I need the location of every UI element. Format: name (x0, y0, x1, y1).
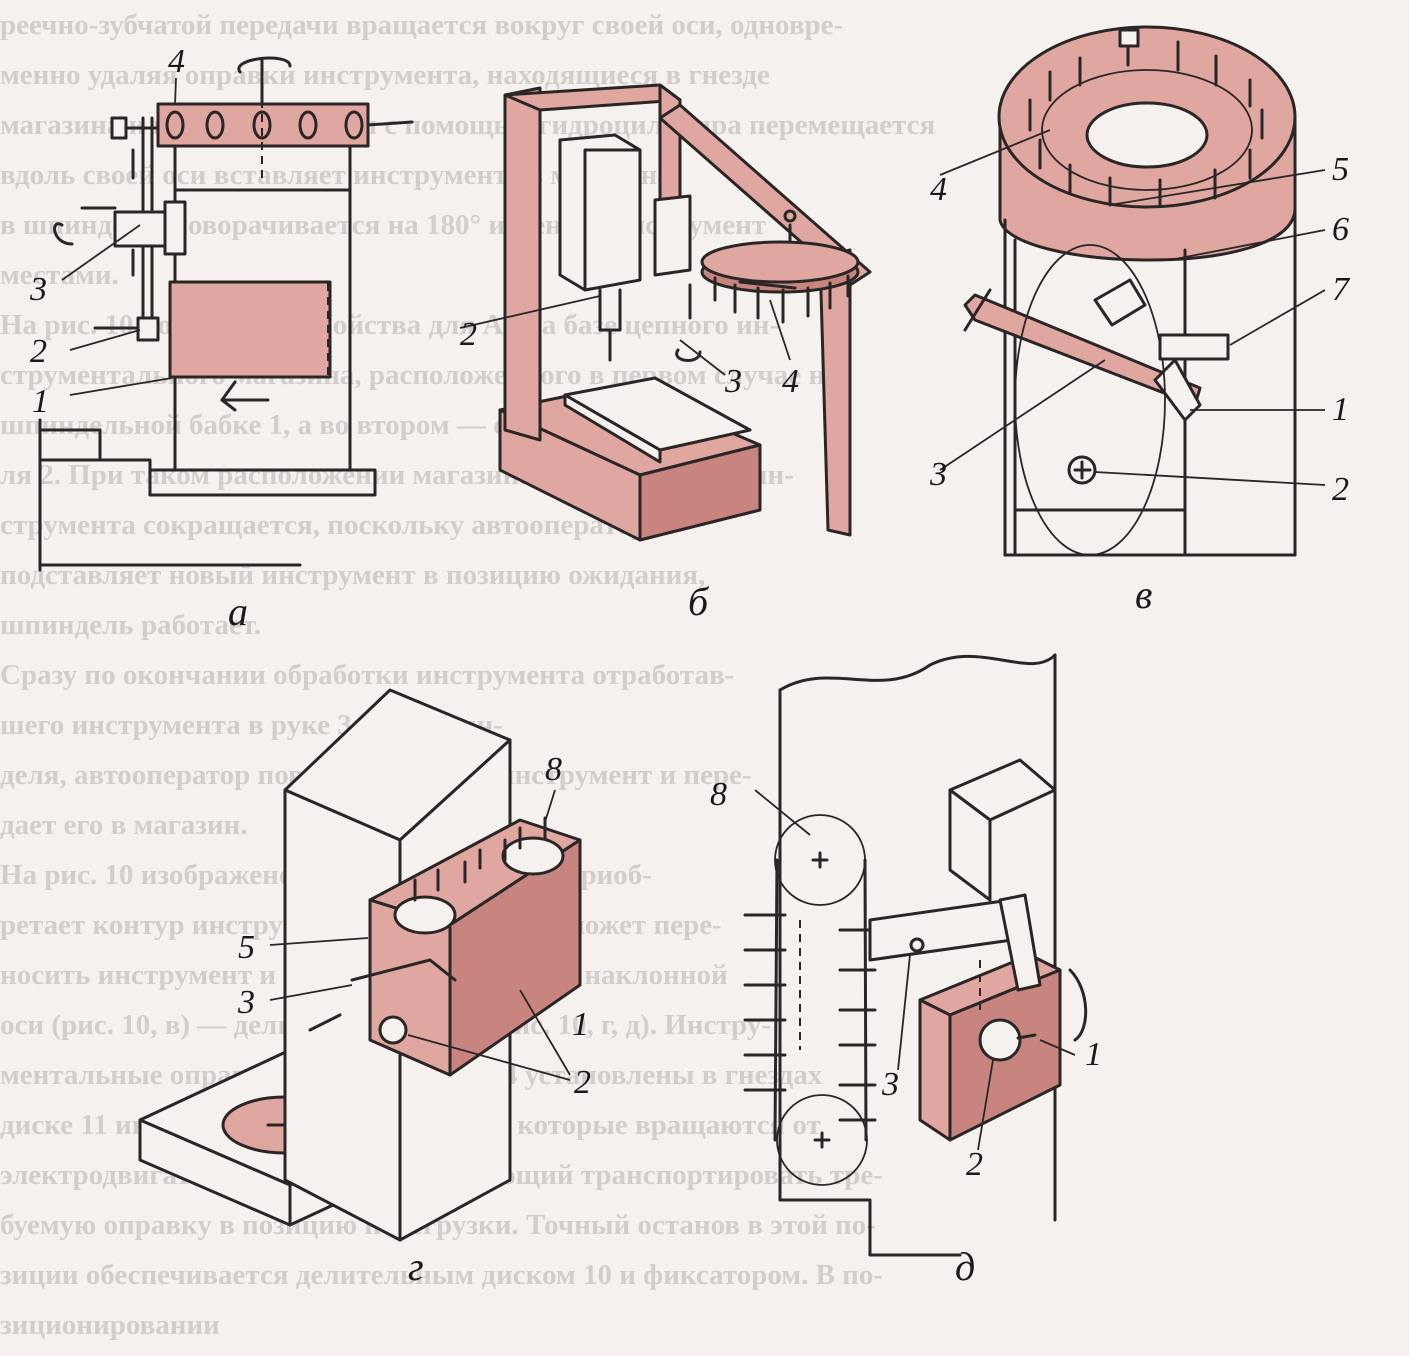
figure-d (743, 653, 1088, 1257)
tool-magazine-bar (156, 102, 370, 148)
caption-a: а (228, 589, 248, 634)
label-v-1: 1 (1332, 391, 1349, 428)
label-d-3: 3 (881, 1066, 899, 1103)
caption-d: д (955, 1244, 975, 1289)
bleed-through-line: зиционировании (0, 1309, 220, 1341)
figure-b (459, 83, 872, 542)
label-g-2: 2 (574, 1064, 591, 1101)
bleed-through-line: вдоль своей оси вставляет инструмент из … (0, 159, 672, 191)
bleed-through-line: местами. (0, 259, 119, 291)
label-a-4: 4 (168, 43, 185, 80)
label-d-2: 2 (966, 1146, 983, 1183)
figure-v (939, 25, 1326, 557)
label-a-3: 3 (29, 271, 47, 308)
label-v-2: 2 (1332, 471, 1349, 508)
caption-g: г (408, 1244, 424, 1289)
label-a-2: 2 (30, 333, 47, 370)
label-d-1: 1 (1085, 1036, 1102, 1073)
label-v-5: 5 (1332, 151, 1349, 188)
label-g-3: 3 (237, 984, 255, 1021)
label-g-8: 8 (545, 751, 562, 788)
label-b-2: 2 (460, 316, 477, 353)
bleed-through-line: менно удаляя оправки инструмента, находя… (0, 59, 770, 91)
label-v-4: 4 (930, 171, 947, 208)
labels: 4 3 2 1 а 2 3 4 б 4 5 6 7 1 3 2 в 8 5 3 … (29, 43, 1351, 1289)
bleed-through-line: дает его в магазин. (0, 809, 248, 841)
figure-g (138, 688, 582, 1242)
label-v-6: 6 (1332, 211, 1349, 248)
label-b-4: 4 (782, 363, 799, 400)
label-v-7: 7 (1332, 271, 1351, 308)
label-b-3: 3 (724, 363, 742, 400)
caption-v: в (1135, 572, 1152, 617)
bleed-through-line: реечно-зубчатой передачи вращается вокру… (0, 9, 844, 41)
caption-b: б (688, 579, 710, 624)
bleed-through-line: зиции обеспечивается делительным диском … (0, 1259, 884, 1291)
label-v-3: 3 (929, 456, 947, 493)
figure-a (38, 56, 414, 572)
bleed-through-line: шпиндель работает. (0, 609, 262, 641)
label-d-8: 8 (710, 776, 727, 813)
label-a-1: 1 (32, 383, 49, 420)
spindle-head (168, 280, 332, 379)
label-g-1: 1 (572, 1006, 589, 1043)
bleed-through-line: Сразу по окончании обработки инструмента… (0, 659, 735, 691)
label-g-5: 5 (238, 929, 255, 966)
